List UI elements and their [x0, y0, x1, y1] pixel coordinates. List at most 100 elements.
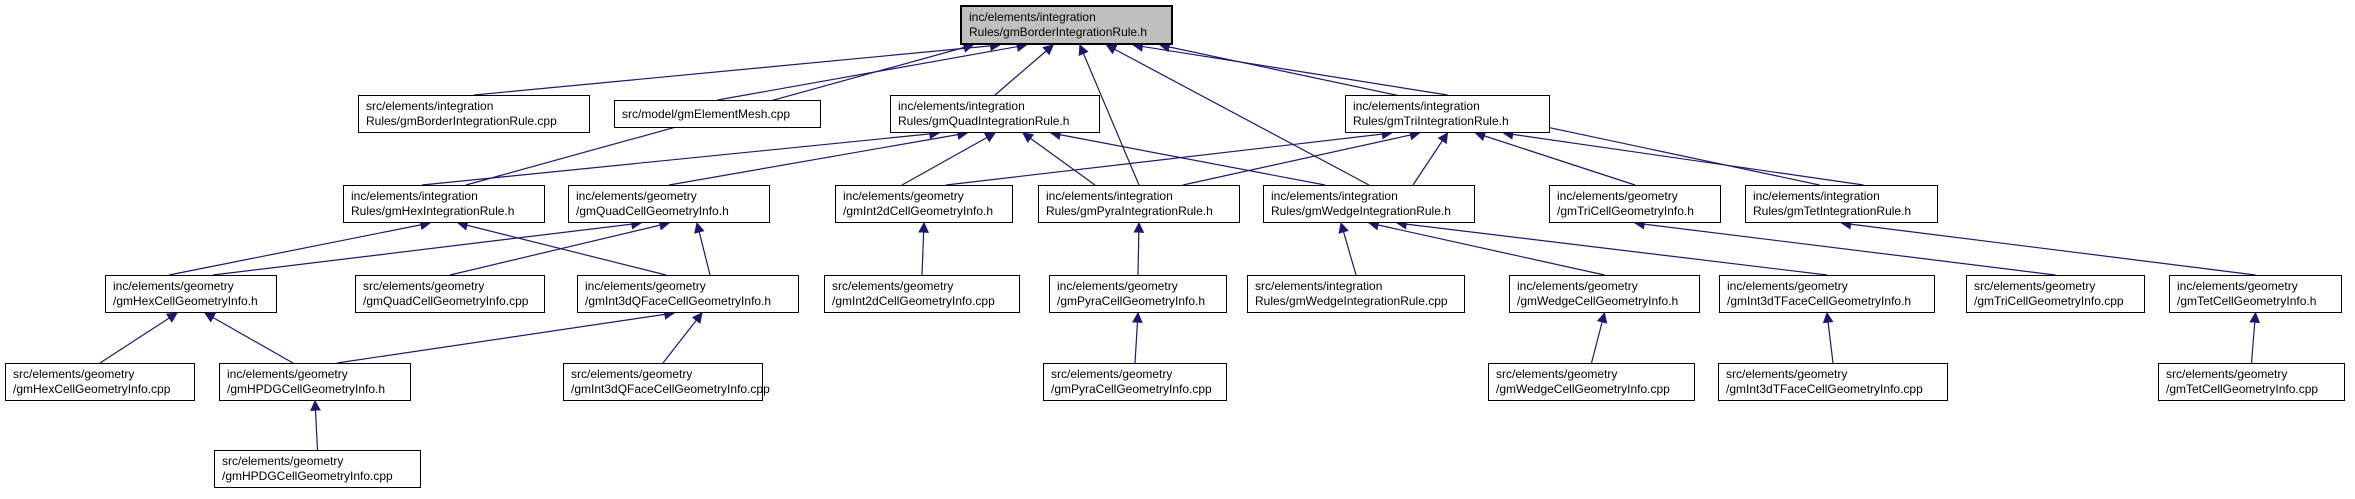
graph-node-label: /gmTetCellGeometryInfo.h	[2177, 294, 2317, 308]
include-edge-pyrarule_h-to-border_h	[1078, 44, 1140, 186]
graph-node-tricell_cpp[interactable]: src/elements/geometry/gmTriCellGeometryI…	[1966, 275, 2145, 313]
graph-node-label: Rules/gmPyraIntegrationRule.h	[1046, 204, 1213, 218]
include-edge-tetcell_cpp-to-tetcell_h	[2249, 311, 2261, 364]
graph-node-hpdg_h[interactable]: inc/elements/geometry/gmHPDGCellGeometry…	[219, 363, 411, 401]
graph-node-label: /gmTriCellGeometryInfo.cpp	[1974, 294, 2124, 308]
include-edge-pyracell_h-to-pyrarule_h	[1133, 221, 1145, 276]
graph-node-label: Rules/gmWedgeIntegrationRule.h	[1271, 204, 1451, 218]
graph-node-label: src/elements/geometry	[2166, 367, 2288, 381]
graph-node-int3dt_cpp[interactable]: src/elements/geometry/gmInt3dTFaceCellGe…	[1718, 363, 1948, 401]
graph-node-label: /gmInt2dCellGeometryInfo.cpp	[832, 294, 995, 308]
graph-node-label: Rules/gmBorderIntegrationRule.cpp	[366, 114, 557, 128]
graph-node-int2dcell_cpp[interactable]: src/elements/geometry/gmInt2dCellGeometr…	[824, 275, 1020, 313]
include-edge-pyrarule_h-to-tri_h	[1182, 129, 1421, 186]
include-edge-wedgerule_h-to-quad_h	[1049, 129, 1326, 186]
include-edge-hexcell_h-to-hexrule_h	[168, 219, 432, 276]
graph-node-wedgecell_cpp[interactable]: src/elements/geometry/gmWedgeCellGeometr…	[1488, 363, 1695, 401]
graph-node-label: inc/elements/geometry	[113, 279, 234, 293]
graph-node-label: src/elements/geometry	[571, 367, 693, 381]
graph-node-label: /gmWedgeCellGeometryInfo.h	[1517, 294, 1679, 308]
graph-node-int3dq_h[interactable]: inc/elements/geometry/gmInt3dQFaceCellGe…	[577, 275, 799, 313]
graph-node-label: inc/elements/integration	[1753, 189, 1880, 203]
include-edge-hexcell_cpp-to-hexcell_h	[99, 312, 178, 364]
graph-node-label: Rules/gmBorderIntegrationRule.h	[969, 25, 1148, 39]
graph-node-hpdg_cpp[interactable]: src/elements/geometry/gmHPDGCellGeometry…	[214, 450, 421, 488]
include-edge-pyracell_cpp-to-pyracell_h	[1132, 311, 1143, 364]
graph-node-label: /gmInt3dQFaceCellGeometryInfo.h	[585, 294, 772, 308]
graph-node-label: Rules/gmTetIntegrationRule.h	[1753, 204, 1912, 218]
graph-node-label: /gmQuadCellGeometryInfo.cpp	[363, 294, 529, 308]
graph-node-label: src/elements/geometry	[1496, 367, 1618, 381]
graph-node-tetcell_cpp[interactable]: src/elements/geometry/gmTetCellGeometryI…	[2158, 363, 2345, 401]
graph-node-label: Rules/gmHexIntegrationRule.h	[351, 204, 515, 218]
graph-node-label: /gmQuadCellGeometryInfo.h	[576, 204, 729, 218]
include-edge-pyrarule_h-to-quad_h	[1022, 132, 1096, 186]
graph-node-label: /gmWedgeCellGeometryInfo.cpp	[1496, 382, 1670, 396]
include-edge-int3dt_h-to-wedgerule_h	[1395, 218, 1828, 276]
graph-node-label: inc/elements/geometry	[1517, 279, 1638, 293]
graph-node-label: /gmHPDGCellGeometryInfo.cpp	[222, 469, 393, 483]
graph-node-label: inc/elements/integration	[969, 10, 1096, 24]
graph-node-tetcell_h[interactable]: inc/elements/geometry/gmTetCellGeometryI…	[2169, 275, 2342, 313]
graph-node-tricell_h[interactable]: inc/elements/geometry/gmTriCellGeometryI…	[1549, 185, 1721, 223]
graph-node-label: inc/elements/geometry	[2177, 279, 2298, 293]
graph-node-quadcell_h[interactable]: inc/elements/geometry/gmQuadCellGeometry…	[568, 185, 770, 223]
include-edge-wedgecell_h-to-wedgerule_h	[1367, 219, 1605, 276]
graph-node-label: src/elements/geometry	[363, 279, 485, 293]
graph-node-label: src/model/gmElementMesh.cpp	[622, 106, 791, 121]
graph-node-label: inc/elements/integration	[1271, 189, 1398, 203]
graph-node-label: /gmPyraCellGeometryInfo.h	[1057, 294, 1206, 308]
graph-node-int3dt_h[interactable]: inc/elements/geometry/gmInt3dTFaceCellGe…	[1719, 275, 1935, 313]
graph-node-hexcell_cpp[interactable]: src/elements/geometry/gmHexCellGeometryI…	[5, 363, 195, 401]
graph-node-wedgecell_h[interactable]: inc/elements/geometry/gmWedgeCellGeometr…	[1509, 275, 1700, 313]
include-edge-tricell_h-to-tri_h	[1474, 130, 1636, 186]
graph-node-label: inc/elements/geometry	[843, 189, 964, 203]
include-edge-tetcell_h-to-tetrule_h	[1840, 218, 2256, 276]
include-edge-hexrule_h-to-quad_h	[421, 128, 941, 186]
include-edge-tricell_cpp-to-tricell_h	[1633, 218, 2056, 276]
graph-node-label: Rules/gmTriIntegrationRule.h	[1353, 114, 1509, 128]
graph-node-label: Rules/gmWedgeIntegrationRule.cpp	[1255, 294, 1448, 308]
graph-node-label: inc/elements/integration	[1046, 189, 1173, 203]
include-edge-quadcell_cpp-to-quadcell_h	[449, 219, 671, 276]
graph-node-int2dcell_h[interactable]: inc/elements/geometry/gmInt2dCellGeometr…	[835, 185, 1013, 223]
graph-node-label: inc/elements/geometry	[576, 189, 697, 203]
graph-node-elementmesh_cpp[interactable]: src/model/gmElementMesh.cpp	[614, 100, 821, 128]
graph-node-label: inc/elements/geometry	[1057, 279, 1178, 293]
graph-node-label: /gmInt3dTFaceCellGeometryInfo.cpp	[1726, 382, 1923, 396]
include-edge-wedgerule_cpp-to-wedgerule_h	[1338, 221, 1357, 276]
include-edge-border_cpp-to-border_h	[473, 40, 1001, 96]
include-edge-hpdg_cpp-to-hpdg_h	[310, 399, 321, 451]
graph-node-label: src/elements/integration	[1255, 279, 1383, 293]
graph-node-label: inc/elements/geometry	[1727, 279, 1848, 293]
graph-node-label: /gmHexCellGeometryInfo.h	[113, 294, 258, 308]
graph-node-label: /gmTriCellGeometryInfo.h	[1557, 204, 1694, 218]
graph-node-label: inc/elements/integration	[351, 189, 478, 203]
include-edge-int3dq_h-to-quadcell_h	[694, 221, 711, 276]
graph-node-label: Rules/gmQuadIntegrationRule.h	[898, 114, 1070, 128]
graph-node-label: inc/elements/geometry	[227, 367, 348, 381]
graph-node-int3dq_cpp[interactable]: src/elements/geometry/gmInt3dQFaceCellGe…	[563, 363, 770, 401]
graph-node-label: inc/elements/geometry	[1557, 189, 1678, 203]
include-edge-hpdg_h-to-int3dq_h	[336, 309, 676, 364]
graph-node-label: src/elements/geometry	[1726, 367, 1848, 381]
graph-node-quadcell_cpp[interactable]: src/elements/geometry/gmQuadCellGeometry…	[355, 275, 545, 313]
include-edge-int3dt_cpp-to-int3dt_h	[1822, 311, 1834, 364]
graph-node-label: inc/elements/geometry	[585, 279, 706, 293]
include-edge-int3dq_cpp-to-int3dq_h	[662, 312, 703, 364]
graph-node-pyracell_h[interactable]: inc/elements/geometry/gmPyraCellGeometry…	[1049, 275, 1227, 313]
include-edge-wedgecell_cpp-to-wedgecell_h	[1590, 311, 1608, 364]
graph-node-pyracell_cpp[interactable]: src/elements/geometry/gmPyraCellGeometry…	[1043, 363, 1227, 401]
graph-node-hexcell_h[interactable]: inc/elements/geometry/gmHexCellGeometryI…	[105, 275, 277, 313]
